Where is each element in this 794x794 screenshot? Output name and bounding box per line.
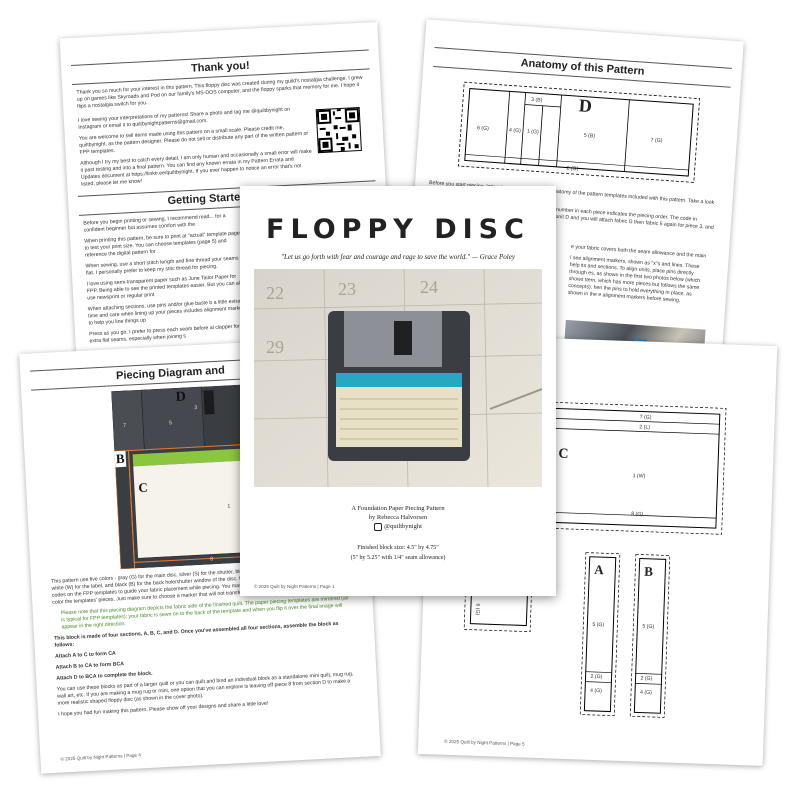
cover-quote: "Let us go forth with fear and courage a…: [281, 253, 515, 261]
getting-started-text: Before you begin printing or sewing, I r…: [83, 212, 252, 349]
unit-id-b: B: [644, 563, 654, 579]
piece-label: 5 (G): [592, 621, 605, 629]
paragraph: I love using semi-transparent paper such…: [86, 273, 246, 302]
paragraph: l see alignment markers, shown as "x"s a…: [567, 255, 701, 304]
svg-text:22: 22: [266, 283, 284, 303]
paragraph: When printing this pattern, be sure to p…: [84, 230, 243, 259]
svg-text:29: 29: [266, 337, 284, 357]
piece-number: 8: [210, 556, 214, 563]
unit-id-a: A: [594, 561, 604, 578]
unit-a-template: [579, 552, 621, 717]
seam-size: (5" by 5.25" with 1/4" seam allowance): [350, 555, 446, 561]
handle-text: @quiltbynight: [384, 523, 422, 530]
piece-label: 1 (G): [526, 128, 539, 136]
block-size: Finished block size: 4.5" by 4.75" (5" b…: [240, 543, 556, 563]
qr-code: [315, 106, 362, 154]
piece-label: 4 (G): [508, 127, 521, 135]
unit-id-d: D: [175, 389, 187, 406]
cover-subtitle: A Foundation Paper Piecing Pattern by Re…: [240, 504, 556, 531]
piece-label: 6 (G): [474, 603, 481, 616]
designer: by Rebecca Halvorsen: [368, 514, 428, 521]
piece-label: 5 (G): [642, 623, 655, 631]
instagram-icon: [374, 522, 383, 531]
svg-text:24: 24: [420, 277, 438, 297]
unit-id-b: B: [114, 450, 126, 468]
piece-label: 8 (G): [631, 511, 644, 518]
piece-label: 4 (G): [589, 687, 603, 695]
instagram-handle: @quiltbynight: [240, 522, 556, 531]
page-footer: © 2025 Quilt by Night Patterns | Page 4: [60, 752, 141, 762]
anatomy-text-2: e your fabric covers both the seam allow…: [567, 244, 711, 311]
piece-label: 5 (B): [583, 132, 596, 140]
finished-size: Finished block size: 4.5" by 4.75": [357, 545, 439, 551]
thank-you-page: Thank you! Thank you so much for your in…: [59, 21, 399, 444]
piece-label: 7 (G): [650, 137, 663, 145]
cover-title: FLOPPY DISC: [266, 214, 530, 245]
pattern-type: A Foundation Paper Piecing Pattern: [351, 505, 445, 512]
piece-label: 2 (G): [590, 673, 603, 681]
piece-number: 7: [122, 422, 127, 429]
unit-d-template: [457, 81, 701, 183]
piece-label: 7 (G): [639, 414, 652, 421]
piece-label: 6 (G): [476, 125, 490, 133]
page-footer: © 2025 Quilt by Night Patterns | Page 1: [254, 584, 335, 589]
unit-id-d: D: [578, 95, 593, 117]
piece-label: 2 (L): [639, 424, 651, 431]
piece-label: 2 (G): [566, 165, 579, 173]
svg-text:23: 23: [338, 279, 356, 299]
piece-label: 1 (W): [632, 473, 646, 480]
piece-label: 3 (B): [530, 96, 543, 104]
paragraph: Press as you go. I prefer to press each …: [88, 323, 240, 345]
unit-b-template: [629, 553, 671, 718]
piece-number: 3: [194, 404, 198, 412]
anatomy-page: Anatomy of this Pattern D 6 (G) 4 (G) 1 …: [398, 19, 744, 446]
piece-number: 5: [168, 420, 173, 427]
piece-number: 1: [227, 503, 231, 510]
piece-label: 4 (G): [639, 689, 652, 696]
piece-label: 2 (G): [640, 675, 653, 682]
cover-page: FLOPPY DISC "Let us go forth with fear a…: [240, 186, 556, 596]
thank-you-text-2: I love seeing your interpretations of my…: [78, 106, 314, 193]
paragraph: Thank you so much for your interest in t…: [76, 74, 363, 110]
unit-id-c: C: [137, 479, 149, 496]
paragraph: When attaching sections, use pins and/or…: [87, 298, 247, 327]
anatomy-title: Anatomy of this Pattern: [520, 57, 645, 78]
page-footer: © 2025 Quilt by Night Patterns | Page 5: [444, 738, 525, 747]
unit-id-c: C: [558, 446, 569, 462]
